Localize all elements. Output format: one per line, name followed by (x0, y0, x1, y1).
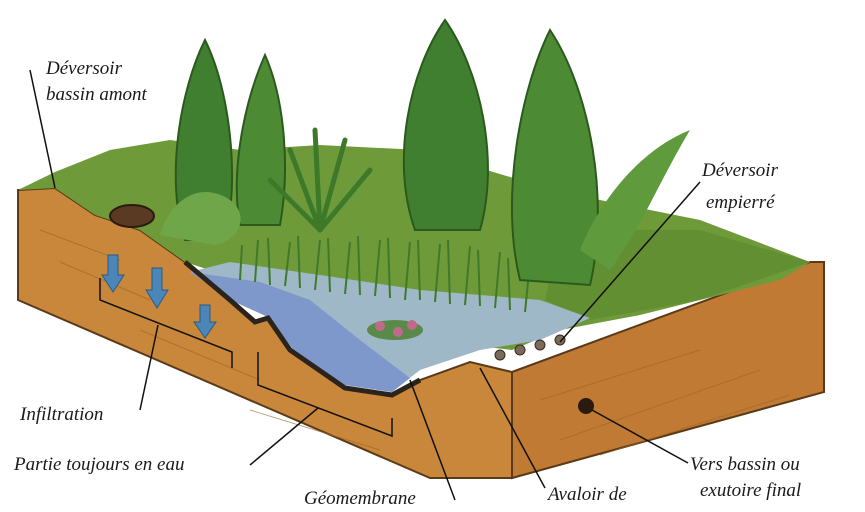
label-deversoir-amont-line1: Déversoir (46, 58, 122, 80)
label-deversoir-amont-line2: bassin amont (46, 84, 147, 106)
label-vers-bassin-line2: exutoire final (700, 480, 801, 502)
label-deversoir-empierre-line1: Déversoir (702, 160, 778, 182)
label-partie-toujours-en-eau: Partie toujours en eau (14, 454, 184, 476)
water-lilies (367, 320, 423, 340)
label-geomembrane: Géomembrane (304, 488, 416, 510)
label-avaloir: Avaloir de (548, 484, 627, 506)
outlet-pipe (578, 398, 594, 414)
leader-partie-eau (250, 408, 318, 465)
label-infiltration: Infiltration (20, 404, 103, 426)
upstream-overflow-rock (110, 205, 154, 227)
label-vers-bassin-line1: Vers bassin ou (690, 454, 800, 476)
label-deversoir-empierre-line2: empierré (706, 192, 775, 214)
